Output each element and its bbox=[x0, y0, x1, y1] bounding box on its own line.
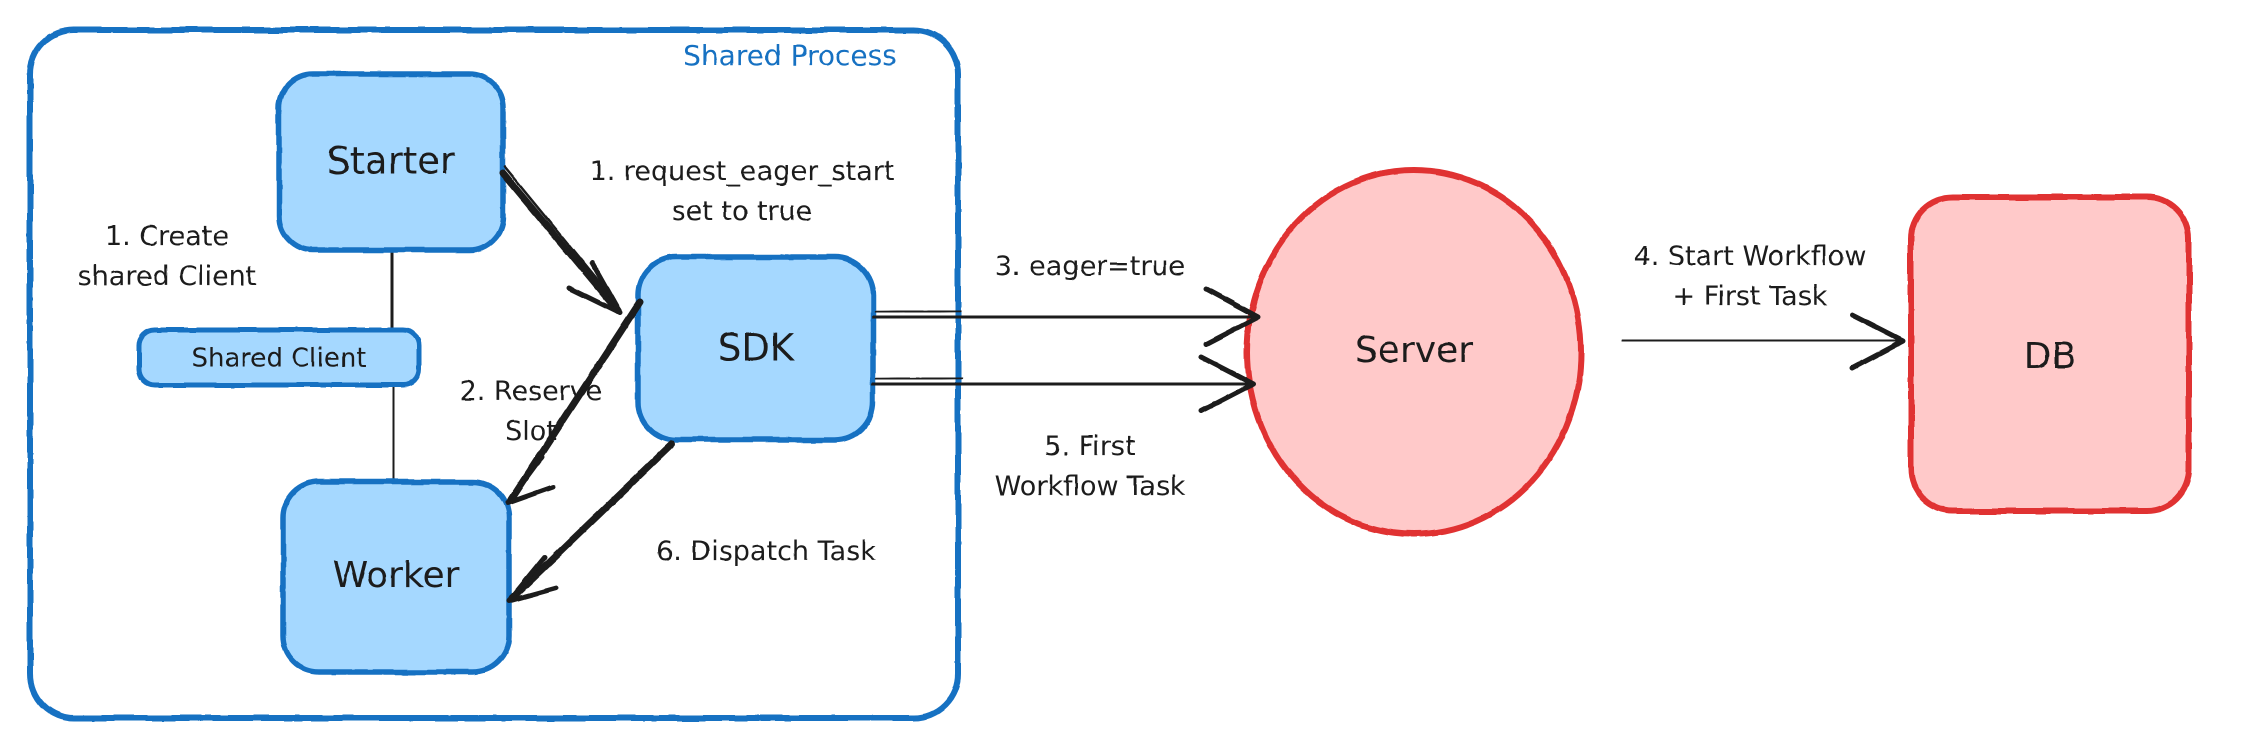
edge-label-dispatch-task: 6. Dispatch Task bbox=[656, 536, 876, 567]
starter-label: Starter bbox=[327, 140, 456, 183]
eager-true-label: 3. eager=true bbox=[995, 251, 1185, 282]
sdk-label: SDK bbox=[718, 327, 796, 370]
edge-label-create-shared-client: 1. Create shared Client bbox=[78, 221, 257, 292]
node-db[interactable]: DB bbox=[1908, 194, 2192, 514]
server-ellipse-outline bbox=[1244, 167, 1584, 537]
worker-label: Worker bbox=[333, 555, 460, 596]
reserve-slot-line1: 2. Reserve bbox=[460, 376, 603, 407]
worker-box-outline bbox=[280, 479, 512, 675]
edge-reserve-slot-arrow bbox=[505, 298, 644, 506]
db-label: DB bbox=[2024, 336, 2076, 377]
shared-process-title: Shared Process bbox=[683, 39, 897, 72]
request-eager-start-line2: set to true bbox=[672, 196, 813, 227]
dispatch-task-label: 6. Dispatch Task bbox=[656, 536, 876, 567]
worker-box-fill bbox=[283, 482, 509, 672]
edge-label-first-workflow-task: 5. First Workflow Task bbox=[995, 431, 1186, 502]
start-workflow-line1: 4. Start Workflow bbox=[1634, 241, 1867, 272]
edge-request-eager-start-arrow bbox=[499, 165, 623, 316]
node-server[interactable]: Server bbox=[1244, 167, 1584, 537]
db-box-fill bbox=[1911, 197, 2189, 511]
edge-label-request-eager-start: 1. request_eager_start set to true bbox=[590, 156, 895, 227]
node-starter[interactable]: Starter bbox=[276, 71, 506, 253]
shared-client-box-fill bbox=[139, 330, 419, 385]
edge-start-workflow-arrow bbox=[1621, 312, 1906, 371]
edge-label-reserve-slot: 2. Reserve Slot bbox=[460, 376, 603, 447]
node-sdk[interactable]: SDK bbox=[635, 254, 876, 443]
node-shared-client[interactable]: Shared Client bbox=[136, 327, 422, 388]
server-label: Server bbox=[1355, 330, 1473, 371]
group-shared-process: Shared Process bbox=[27, 27, 961, 721]
sdk-box-outline bbox=[635, 254, 876, 443]
shared-client-box-outline bbox=[136, 327, 422, 388]
starter-box-outline bbox=[276, 71, 506, 253]
edge-eager-true-arrow bbox=[871, 286, 1261, 347]
db-box-outline bbox=[1908, 194, 2192, 514]
edge-shared-client-worker-line bbox=[390, 382, 397, 485]
starter-box-fill bbox=[279, 74, 503, 250]
first-workflow-task-line2: Workflow Task bbox=[995, 471, 1186, 502]
edge-first-workflow-task-arrow bbox=[871, 354, 1256, 414]
request-eager-start-line1: 1. request_eager_start bbox=[590, 156, 895, 187]
edge-label-start-workflow: 4. Start Workflow + First Task bbox=[1634, 241, 1867, 312]
edge-create-shared-client-line bbox=[388, 249, 396, 333]
first-workflow-task-line1: 5. First bbox=[1044, 431, 1135, 462]
server-ellipse-fill bbox=[1247, 170, 1581, 534]
edge-dispatch-task-arrow bbox=[506, 440, 676, 604]
shared-process-boundary bbox=[27, 27, 961, 721]
sdk-box-fill bbox=[638, 257, 873, 440]
shared-client-label: Shared Client bbox=[191, 344, 366, 374]
create-shared-client-line2: shared Client bbox=[78, 261, 257, 292]
node-worker[interactable]: Worker bbox=[280, 479, 512, 675]
edge-label-eager-true: 3. eager=true bbox=[995, 251, 1185, 282]
create-shared-client-line1: 1. Create bbox=[105, 221, 229, 252]
reserve-slot-line2: Slot bbox=[505, 416, 557, 447]
start-workflow-line2: + First Task bbox=[1673, 281, 1828, 312]
